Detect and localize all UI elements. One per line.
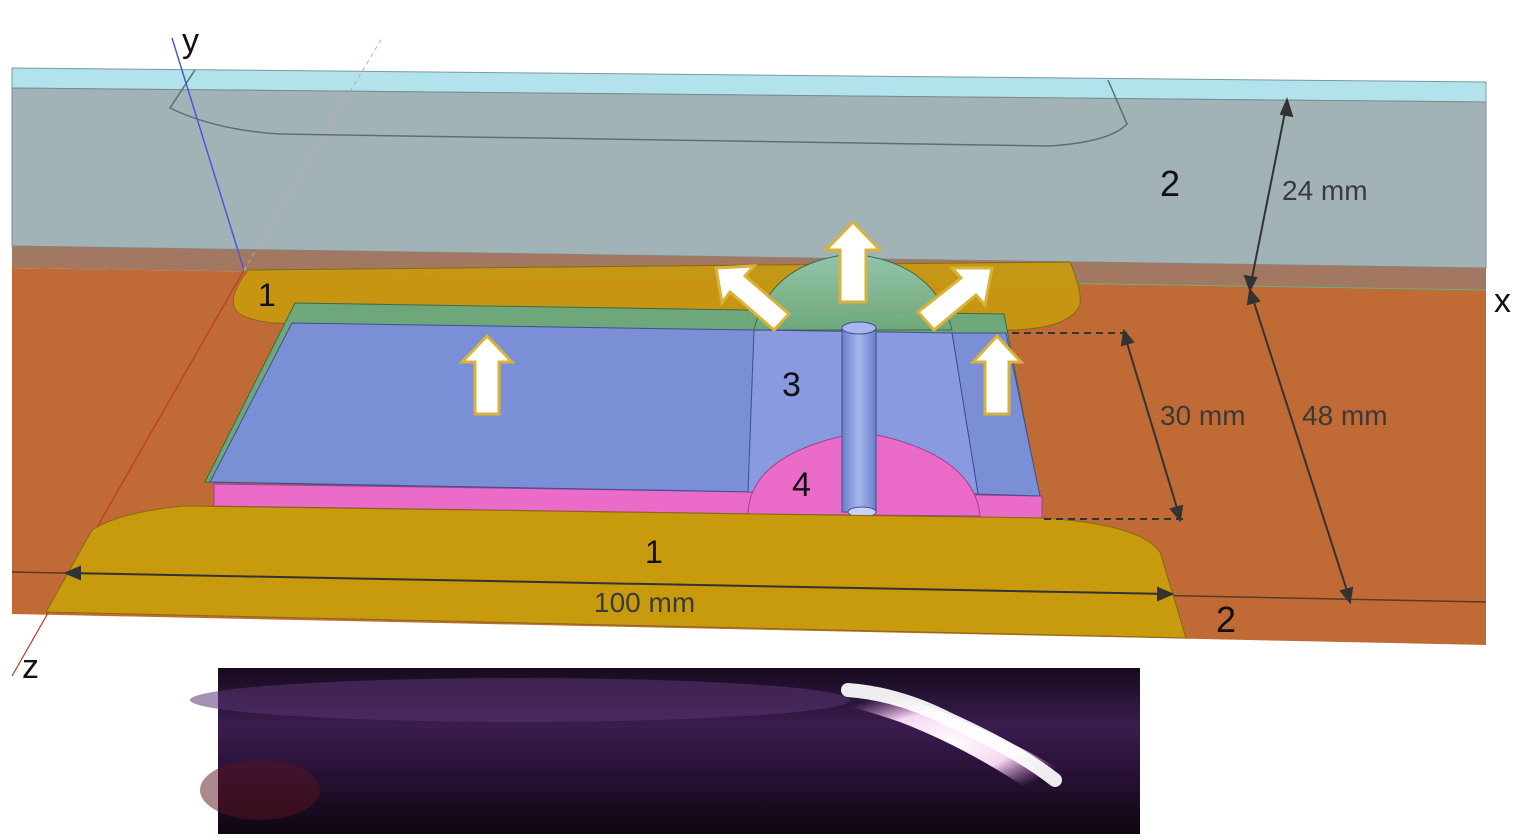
region-labels: 1 1 2 2 3 4 bbox=[258, 163, 1236, 640]
rod-top bbox=[841, 321, 877, 335]
dim-arrowhead bbox=[1169, 504, 1184, 523]
label-region-1-back: 1 bbox=[258, 277, 276, 313]
discharge-photo bbox=[190, 668, 1140, 834]
y-axis-line bbox=[171, 37, 245, 271]
axis-label-y: y bbox=[182, 22, 199, 60]
dim-label-30mm: 30 mm bbox=[1160, 400, 1246, 431]
discharge-glow bbox=[819, 688, 1070, 799]
dim-arrowhead bbox=[1279, 97, 1294, 118]
label-region-1-front: 1 bbox=[645, 534, 663, 570]
dim-line-24mm bbox=[1249, 101, 1288, 289]
arrow-up-icon bbox=[458, 333, 516, 416]
dim-line-48mm bbox=[1249, 289, 1351, 601]
dim-arrowhead bbox=[1157, 586, 1175, 602]
dimension-labels: 24 mm 30 mm 48 mm 100 mm bbox=[594, 175, 1388, 618]
dim-arrowhead bbox=[1120, 328, 1135, 347]
dim-arrowhead bbox=[63, 565, 81, 581]
label-region-2-top: 2 bbox=[1160, 163, 1180, 204]
arrow-up-icon bbox=[969, 333, 1025, 416]
top-layer-recess-outline bbox=[168, 69, 1128, 147]
label-region-3: 3 bbox=[782, 366, 801, 404]
dim-label-24mm: 24 mm bbox=[1282, 175, 1368, 206]
photo-red-tint bbox=[200, 760, 320, 820]
axis-labels: y x z bbox=[22, 22, 1511, 686]
axis-guide-dashed bbox=[243, 37, 383, 271]
photo-haze bbox=[190, 678, 850, 722]
dim-arrowhead bbox=[1246, 287, 1261, 306]
dim-arrowhead bbox=[1339, 586, 1354, 605]
arrow-up-right-icon bbox=[915, 266, 994, 333]
rod-body bbox=[841, 327, 877, 513]
dim-arrowhead bbox=[1243, 274, 1258, 293]
discharge-core bbox=[841, 683, 1062, 787]
top-dielectric-layer bbox=[11, 67, 1487, 269]
top-layer-body bbox=[11, 87, 1487, 269]
dim-label-100mm: 100 mm bbox=[594, 587, 695, 618]
arrow-up-left-icon bbox=[714, 264, 792, 333]
axis-label-z: z bbox=[22, 648, 39, 686]
dim-line-100mm bbox=[67, 572, 1171, 595]
axis-label-x: x bbox=[1494, 282, 1511, 320]
dim-line-30mm bbox=[1123, 332, 1181, 519]
flow-arrows bbox=[458, 219, 1025, 416]
label-region-4: 4 bbox=[792, 466, 811, 504]
arrow-up-icon bbox=[822, 219, 884, 304]
label-region-2-bottom: 2 bbox=[1216, 599, 1236, 640]
central-rod bbox=[841, 321, 877, 518]
dimension-lines bbox=[63, 97, 1354, 605]
dim-label-48mm: 48 mm bbox=[1302, 400, 1388, 431]
